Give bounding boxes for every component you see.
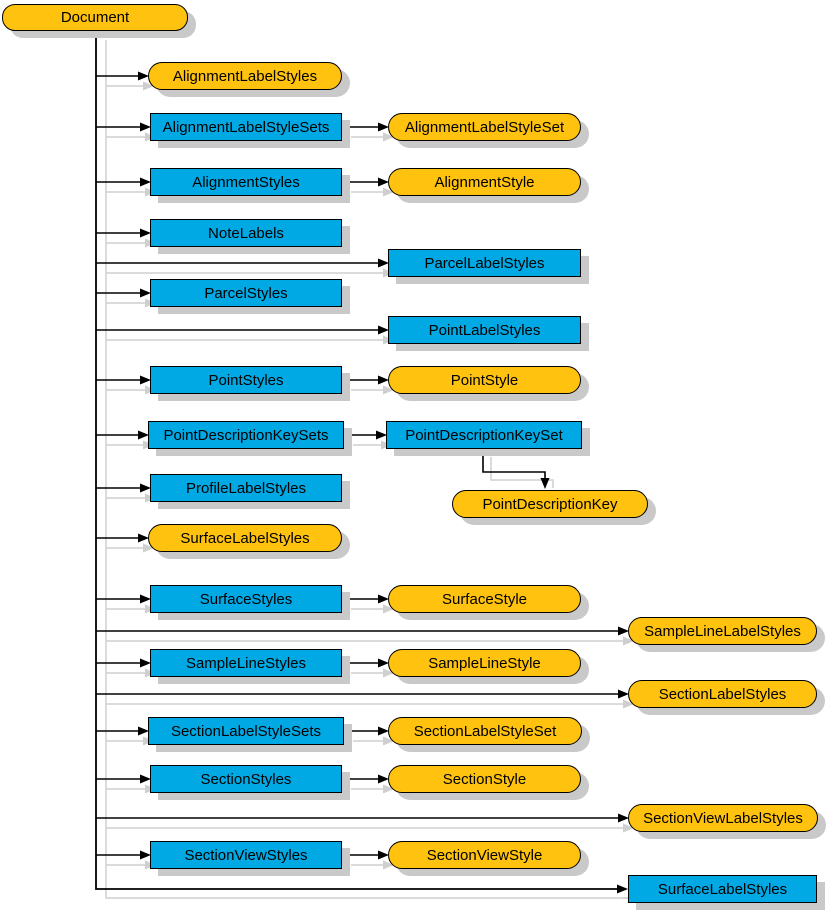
node-section-styles[interactable]: SectionStyles: [150, 765, 342, 793]
node-label: SectionLabelStyleSet: [413, 722, 557, 740]
node-label: SurfaceStyle: [441, 590, 528, 608]
node-alignment-label-style-sets[interactable]: AlignmentLabelStyleSets: [150, 113, 342, 141]
node-sample-line-styles[interactable]: SampleLineStyles: [150, 649, 342, 677]
node-point-style[interactable]: PointStyle: [388, 366, 581, 394]
node-parcel-label-styles[interactable]: ParcelLabelStyles: [388, 249, 581, 277]
node-section-label-style-set[interactable]: SectionLabelStyleSet: [388, 717, 582, 745]
node-label: AlignmentStyle: [434, 173, 535, 191]
node-point-description-key-set[interactable]: PointDescriptionKeySet: [386, 421, 582, 449]
node-label: SectionViewLabelStyles: [643, 809, 803, 827]
node-label: SurfaceStyles: [199, 590, 293, 608]
node-label: SectionViewStyles: [184, 846, 308, 864]
node-label: NoteLabels: [208, 224, 284, 242]
node-point-styles[interactable]: PointStyles: [150, 366, 342, 394]
node-label: AlignmentLabelStyles: [172, 67, 318, 85]
node-surface-label-styles[interactable]: SurfaceLabelStyles: [148, 524, 342, 552]
node-label: PointStyles: [208, 371, 284, 389]
node-sample-line-label-styles[interactable]: SampleLineLabelStyles: [628, 617, 817, 645]
node-label: PointDescriptionKeySets: [163, 426, 329, 444]
node-label: SurfaceLabelStyles: [180, 529, 310, 547]
node-point-label-styles[interactable]: PointLabelStyles: [388, 316, 581, 344]
node-parcel-styles[interactable]: ParcelStyles: [150, 279, 342, 307]
node-sample-line-style[interactable]: SampleLineStyle: [388, 649, 581, 677]
node-profile-label-styles[interactable]: ProfileLabelStyles: [150, 474, 342, 502]
node-surface-styles[interactable]: SurfaceStyles: [150, 585, 342, 613]
node-alignment-label-styles[interactable]: AlignmentLabelStyles: [148, 62, 342, 90]
node-section-view-label-styles[interactable]: SectionViewLabelStyles: [628, 804, 818, 832]
node-label: ParcelStyles: [204, 284, 288, 302]
node-label: SectionStyles: [200, 770, 292, 788]
node-label: PointLabelStyles: [428, 321, 541, 339]
node-section-view-styles[interactable]: SectionViewStyles: [150, 841, 342, 869]
node-surface-label-styles-bottom[interactable]: SurfaceLabelStyles: [628, 875, 817, 903]
node-label: PointDescriptionKey: [482, 495, 618, 513]
node-label: SampleLineStyles: [185, 654, 307, 672]
node-label: SectionStyle: [442, 770, 527, 788]
node-document[interactable]: Document: [2, 4, 188, 31]
node-label: AlignmentStyles: [192, 173, 300, 191]
node-label: PointDescriptionKeySet: [405, 426, 563, 444]
node-section-style[interactable]: SectionStyle: [388, 765, 581, 793]
node-point-description-key[interactable]: PointDescriptionKey: [452, 490, 648, 518]
node-label: SectionLabelStyles: [658, 685, 787, 703]
node-section-label-style-sets[interactable]: SectionLabelStyleSets: [148, 717, 344, 745]
node-label: ParcelLabelStyles: [424, 254, 545, 272]
node-label: AlignmentLabelStyleSet: [404, 118, 565, 136]
node-label: PointStyle: [450, 371, 519, 389]
node-label: SampleLineLabelStyles: [644, 622, 801, 640]
node-alignment-label-style-set[interactable]: AlignmentLabelStyleSet: [388, 113, 581, 141]
node-label: SampleLineStyle: [428, 654, 541, 672]
node-alignment-style[interactable]: AlignmentStyle: [388, 168, 581, 196]
node-section-view-style[interactable]: SectionViewStyle: [388, 841, 581, 869]
node-label: SectionViewStyle: [426, 846, 543, 864]
node-label: SectionLabelStyleSets: [170, 722, 322, 740]
node-point-description-key-sets[interactable]: PointDescriptionKeySets: [148, 421, 344, 449]
node-label: Document: [60, 9, 130, 26]
node-section-label-styles[interactable]: SectionLabelStyles: [628, 680, 817, 708]
node-label: AlignmentLabelStyleSets: [162, 118, 330, 136]
node-label: SurfaceLabelStyles: [657, 880, 788, 898]
node-label: ProfileLabelStyles: [185, 479, 307, 497]
node-surface-style[interactable]: SurfaceStyle: [388, 585, 581, 613]
node-alignment-styles[interactable]: AlignmentStyles: [150, 168, 342, 196]
node-note-labels[interactable]: NoteLabels: [150, 219, 342, 247]
